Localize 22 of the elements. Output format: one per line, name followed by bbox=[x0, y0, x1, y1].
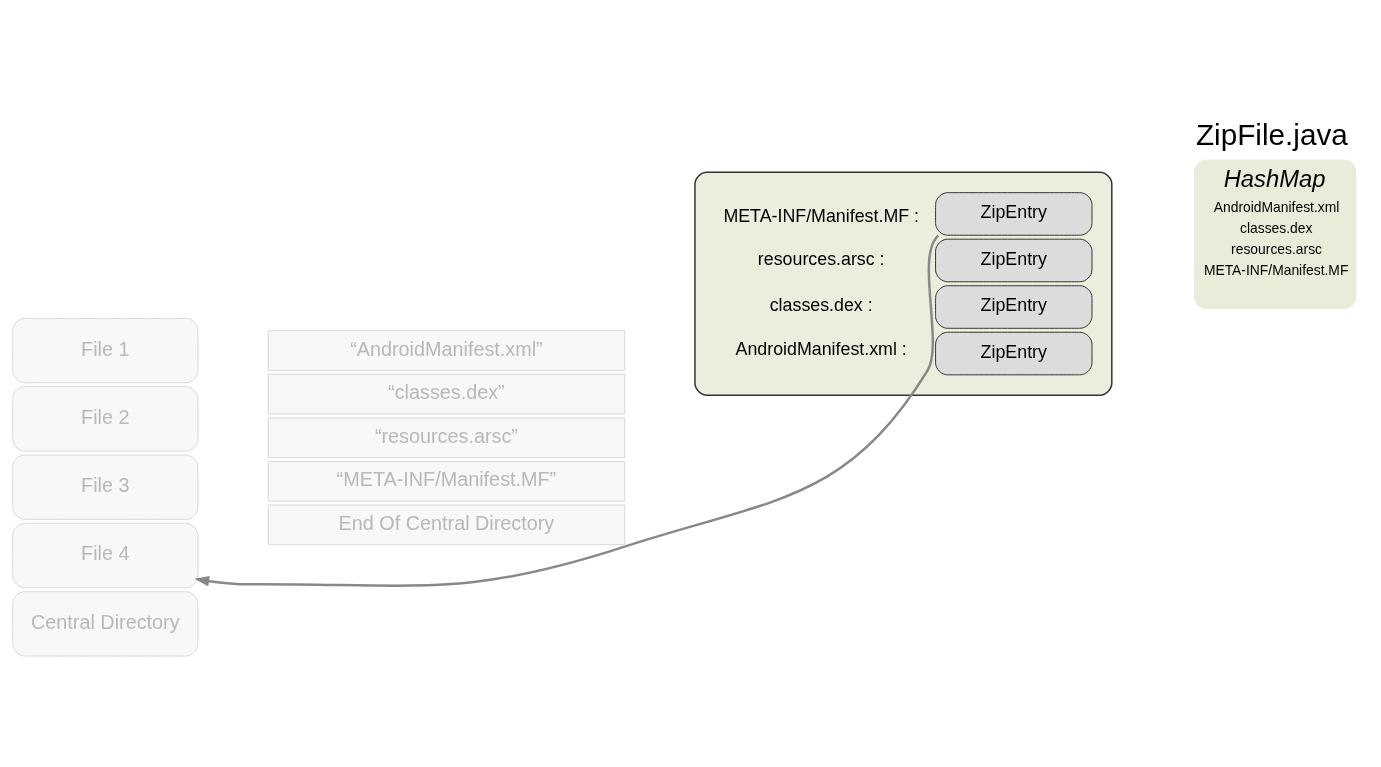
node-label: classes.dex : bbox=[769, 295, 873, 316]
cluster bbox=[694, 171, 1113, 396]
node-label: ZipFile.java bbox=[1195, 117, 1348, 151]
node-box: ZipEntry bbox=[935, 238, 1093, 283]
node-box: File 4 bbox=[12, 522, 199, 589]
node-box: “AndroidManifest.xml” bbox=[267, 330, 626, 371]
node-box: File 3 bbox=[12, 454, 199, 520]
node-box: HashMap AndroidManifest.xml classes.dex resources.arsc META-INF/Manifest.MF bbox=[1194, 159, 1357, 309]
node-label: META-INF/Manifest.MF : bbox=[723, 206, 920, 227]
node-box: “classes.dex” bbox=[267, 373, 626, 415]
node-box: ZipEntry bbox=[935, 331, 1093, 376]
node-box: File 1 bbox=[12, 317, 199, 384]
node-label: resources.arsc : bbox=[757, 248, 885, 269]
node-box: Central Directory bbox=[12, 591, 199, 657]
node-box: ZipEntry bbox=[935, 192, 1093, 236]
node-label: AndroidManifest.xml : bbox=[735, 338, 907, 359]
node-box: File 2 bbox=[12, 386, 199, 452]
node-box: “resources.arsc” bbox=[267, 417, 626, 458]
arrow bbox=[194, 234, 940, 587]
node-box: “META-INF/Manifest.MF” bbox=[267, 460, 626, 502]
node-box: End Of Central Directory bbox=[267, 504, 626, 546]
node-box: ZipEntry bbox=[935, 285, 1093, 329]
